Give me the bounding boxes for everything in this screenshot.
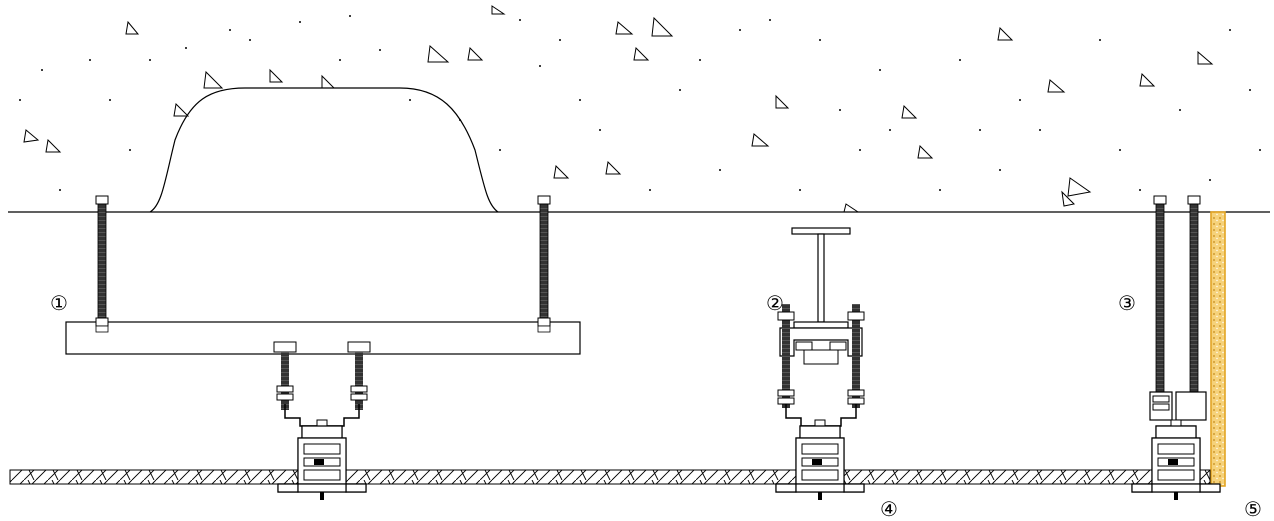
- hanger-rod: [97, 197, 107, 331]
- label-3: ③: [1118, 291, 1136, 315]
- label-2: ②: [766, 291, 784, 315]
- label-4: ④: [880, 497, 898, 521]
- detail-1-assembly: [65, 195, 581, 501]
- concrete-dots: [19, 15, 1261, 191]
- hanger-rod: [539, 197, 549, 331]
- primary-channel: [65, 321, 581, 355]
- label-5: ⑤: [1244, 497, 1262, 521]
- edge-insulation-strip: [1210, 211, 1226, 487]
- detail-3-assembly: [1131, 195, 1221, 501]
- i-beam: [791, 227, 851, 235]
- label-1: ①: [50, 291, 68, 315]
- concrete-slab: [23, 5, 1214, 213]
- slab-duct-profile: [149, 87, 499, 213]
- detail-2-assembly: [775, 227, 865, 501]
- ceiling-board: [9, 469, 1272, 485]
